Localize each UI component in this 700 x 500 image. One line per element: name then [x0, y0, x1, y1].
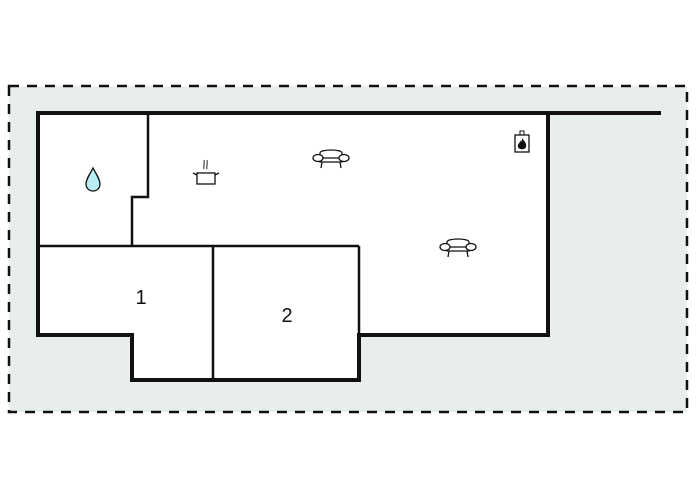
room-label-2: 2 [281, 305, 292, 327]
water-drop-icon [85, 166, 101, 192]
sofa-icon [312, 149, 350, 169]
sofa-icon [439, 238, 477, 258]
room-label-1: 1 [135, 287, 146, 309]
cooking-pot-icon [192, 159, 220, 185]
fireplace-icon [514, 130, 530, 153]
outer-walls [36, 111, 550, 382]
bathroom-wall [130, 113, 150, 246]
